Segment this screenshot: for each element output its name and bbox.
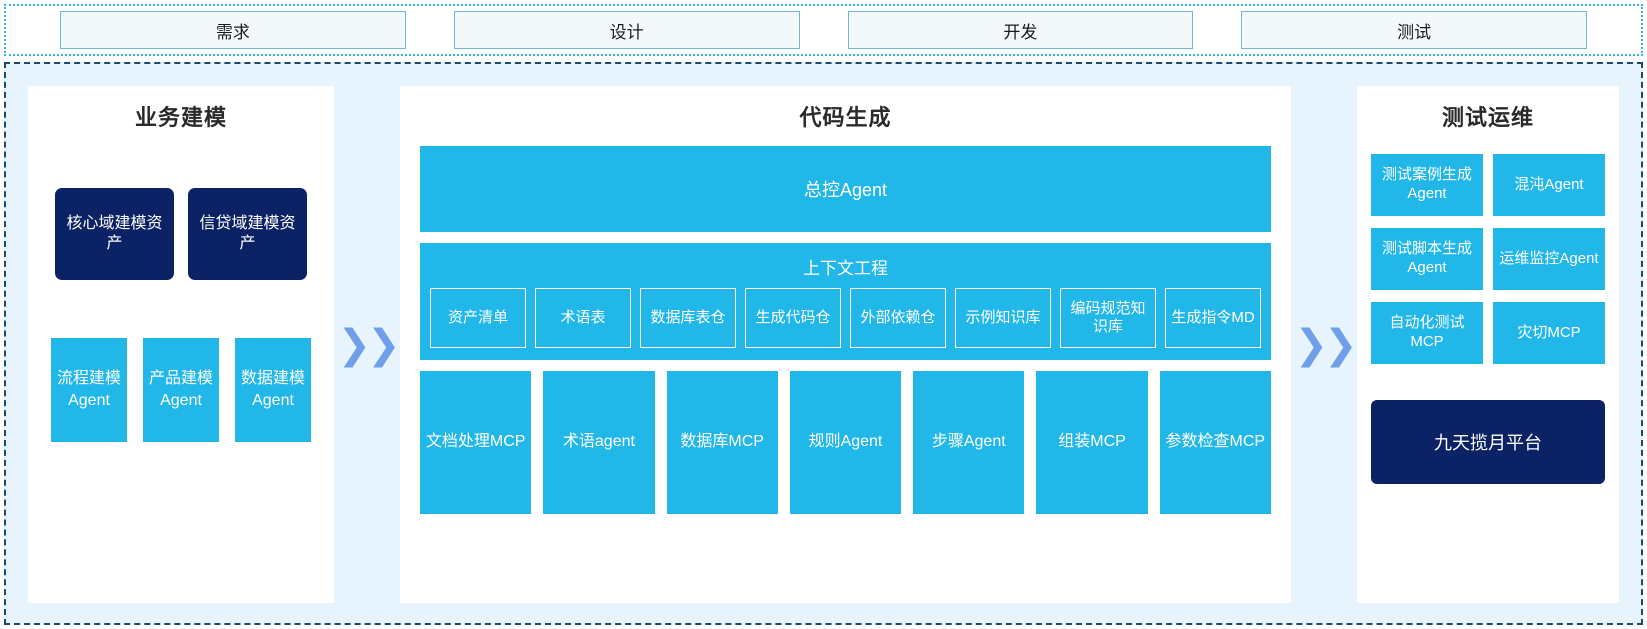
modeling-agent-row: 流程建模Agent 产品建模Agent 数据建模Agent	[46, 338, 316, 442]
master-control-agent[interactable]: 总控Agent	[420, 146, 1271, 232]
context-item-db-table-repo[interactable]: 数据库表仓	[640, 288, 736, 348]
modeling-agent-data[interactable]: 数据建模Agent	[235, 338, 311, 442]
panel-code-generation: 代码生成 总控Agent 上下文工程 资产清单 术语表 数据库表仓 生成代码仓 …	[400, 86, 1291, 603]
context-engineering-title: 上下文工程	[803, 259, 888, 278]
tool-card-rule-agent[interactable]: 规则Agent	[789, 371, 902, 514]
chevron-right-icon-2: ❯❯	[1294, 322, 1357, 367]
phase-label: 设计	[609, 22, 644, 42]
architecture-diagram: 业务建模 核心域建模资产 信贷域建模资产 流程建模Agent 产品建模Agent…	[4, 62, 1643, 625]
modeling-agent-product[interactable]: 产品建模Agent	[143, 338, 219, 442]
phase-cell-testing[interactable]: 测试	[1241, 11, 1587, 49]
context-item-coding-standard-knowledge-base[interactable]: 编码规范知识库	[1060, 288, 1156, 348]
context-item-generated-code-repo[interactable]: 生成代码仓	[745, 288, 841, 348]
test-operations-body: 测试案例生成Agent 混沌Agent 测试脚本生成Agent 运维监控Agen…	[1357, 154, 1619, 484]
ops-card-chaos-agent[interactable]: 混沌Agent	[1493, 154, 1605, 216]
business-modeling-body: 核心域建模资产 信贷域建模资产 流程建模Agent 产品建模Agent 数据建模…	[28, 138, 334, 442]
tool-card-glossary-agent[interactable]: 术语agent	[543, 371, 655, 514]
panel-test-operations: 测试运维 测试案例生成Agent 混沌Agent 测试脚本生成Agent 运维监…	[1357, 86, 1619, 603]
ops-card-ops-monitoring-agent[interactable]: 运维监控Agent	[1493, 228, 1605, 290]
context-item-row: 资产清单 术语表 数据库表仓 生成代码仓 外部依赖仓 示例知识库 编码规范知识库…	[430, 288, 1261, 348]
tool-card-parameter-check-mcp[interactable]: 参数检查MCP	[1159, 371, 1271, 514]
phase-cell-requirements[interactable]: 需求	[60, 11, 406, 49]
asset-card-credit-domain[interactable]: 信贷域建模资产	[188, 188, 307, 280]
context-item-external-dependency-repo[interactable]: 外部依赖仓	[850, 288, 946, 348]
tool-card-document-processing-mcp[interactable]: 文档处理MCP	[420, 371, 532, 514]
context-item-asset-list[interactable]: 资产清单	[430, 288, 526, 348]
ops-card-test-case-generation-agent[interactable]: 测试案例生成Agent	[1371, 154, 1483, 216]
asset-card-row: 核心域建模资产 信贷域建模资产	[46, 188, 316, 280]
ops-card-test-script-generation-agent[interactable]: 测试脚本生成Agent	[1371, 228, 1483, 290]
phase-label: 需求	[215, 22, 250, 42]
ops-card-automated-testing-mcp[interactable]: 自动化测试MCP	[1371, 302, 1483, 364]
tool-card-row: 文档处理MCP 术语agent 数据库MCP 规则Agent 步骤Agent 组…	[420, 371, 1271, 514]
code-generation-body: 总控Agent 上下文工程 资产清单 术语表 数据库表仓 生成代码仓 外部依赖仓…	[400, 146, 1291, 530]
phase-label: 开发	[1003, 22, 1038, 42]
context-engineering-block: 上下文工程 资产清单 术语表 数据库表仓 生成代码仓 外部依赖仓 示例知识库 编…	[420, 243, 1271, 360]
ops-card-grid: 测试案例生成Agent 混沌Agent 测试脚本生成Agent 运维监控Agen…	[1371, 154, 1605, 364]
chevron-right-icon-1: ❯❯	[337, 322, 400, 367]
tool-card-assembly-mcp[interactable]: 组装MCP	[1036, 371, 1148, 514]
platform-card-jiutian-lanyue[interactable]: 九天揽月平台	[1371, 400, 1605, 484]
modeling-agent-process[interactable]: 流程建模Agent	[51, 338, 127, 442]
phase-band: 需求 设计 开发 测试	[4, 4, 1643, 56]
panel-title-code-generation: 代码生成	[799, 105, 892, 130]
panel-title-business-modeling: 业务建模	[134, 105, 227, 130]
context-item-generation-instruction-md[interactable]: 生成指令MD	[1165, 288, 1261, 348]
phase-cell-development[interactable]: 开发	[847, 11, 1194, 49]
panel-title-test-operations: 测试运维	[1441, 105, 1534, 130]
phase-label: 测试	[1397, 22, 1432, 42]
ops-card-disaster-switch-mcp[interactable]: 灾切MCP	[1493, 302, 1605, 364]
context-item-glossary[interactable]: 术语表	[535, 288, 631, 348]
tool-card-step-agent[interactable]: 步骤Agent	[913, 371, 1025, 514]
asset-card-core-domain[interactable]: 核心域建模资产	[55, 188, 174, 280]
tool-card-database-mcp[interactable]: 数据库MCP	[666, 371, 778, 514]
panel-business-modeling: 业务建模 核心域建模资产 信贷域建模资产 流程建模Agent 产品建模Agent…	[28, 86, 334, 603]
phase-cell-design[interactable]: 设计	[453, 11, 800, 49]
context-item-example-knowledge-base[interactable]: 示例知识库	[955, 288, 1051, 348]
